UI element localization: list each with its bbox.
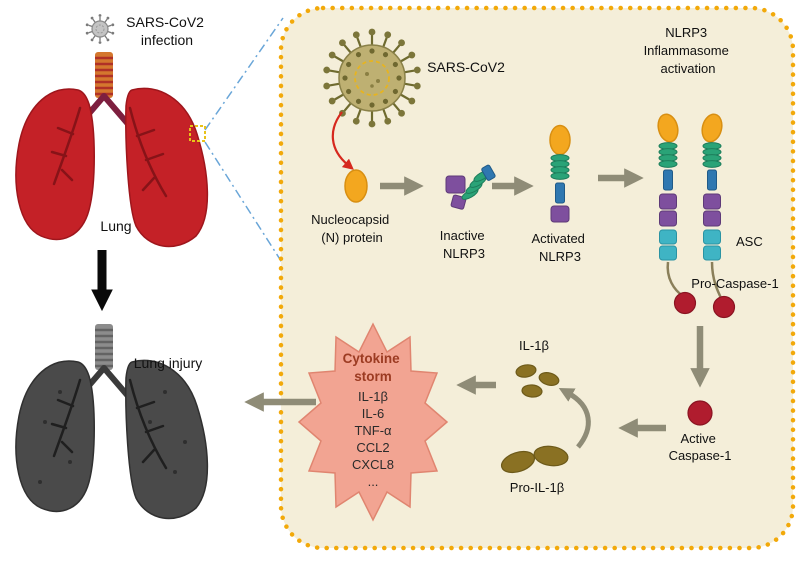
cytokine-storm-item: CCL2 [356,440,389,455]
pro-caspase1-molecules [673,291,736,319]
il1b-label: IL-1β [519,338,549,353]
nucleocapsid-protein [344,169,368,203]
arrow-proil1b-to-il1b [558,387,591,449]
pro-il1b-label: Pro-IL-1β [510,480,564,495]
inactive-nlrp3-molecule [445,164,496,210]
asc-label: ASC [736,234,763,249]
virus-illustration-large [321,27,423,129]
cytokine-storm-item: ... [368,474,379,489]
cytokine-storm-item: TNF-α [354,423,392,438]
injured-lung-illustration [15,324,209,520]
virus-icon-small [84,13,116,45]
lung-injury-label: Lung injury [134,355,203,371]
activated-nlrp3-molecule [549,124,571,223]
zoom-region-box [189,125,206,142]
nucleocapsid-label: Nucleocapsid (N) protein [311,212,393,245]
active-caspase1-molecule [687,400,713,426]
left-lung-lobe [15,88,95,241]
lung-label: Lung [100,218,131,234]
pro-caspase1-label: Pro-Caspase-1 [691,276,778,291]
infection-label: SARS-CoV2 infection [126,14,208,48]
cytokine-storm-burst [297,322,449,522]
active-caspase1-label: Active Caspase-1 [669,431,732,463]
cytokine-storm-item: CXCL8 [352,457,394,472]
inflammasome-complex [657,113,736,319]
virus-release-arrow [331,111,354,170]
pro-il1b-molecules [500,445,569,474]
inactive-nlrp3-label: Inactive NLRP3 [440,228,488,261]
healthy-lung-illustration [15,52,209,248]
activation-title: NLRP3 Inflammasome activation [644,25,733,76]
zoom-connector-lines [204,17,284,265]
bronchial-branches [50,106,168,198]
cytokine-storm-title: Cytokine storm [343,351,404,384]
il1b-molecules [515,364,560,398]
cytokine-storm-item: IL-6 [362,406,384,421]
activated-nlrp3-label: Activated NLRP3 [531,231,588,264]
right-lung-lobe [125,87,209,248]
virus-label: SARS-CoV2 [427,59,505,75]
cytokine-storm-item: IL-1β [358,389,388,404]
